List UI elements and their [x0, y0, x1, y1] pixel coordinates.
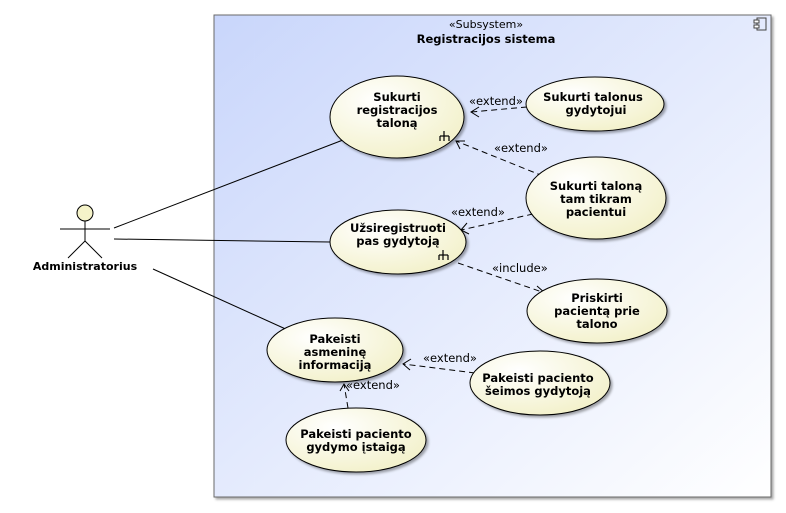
- use-case-change-family-doctor[interactable]: Pakeisti paciento šeimos gydytoją: [469, 350, 611, 416]
- arrow-head: [470, 106, 480, 118]
- arrow-head: [339, 383, 350, 392]
- actor-name: Administratorius: [33, 260, 138, 273]
- use-case-label: Priskirti: [571, 291, 623, 305]
- include-label: «include»: [492, 261, 548, 275]
- use-case-label: Pakeisti paciento: [300, 427, 411, 441]
- use-case-label: Sukurti: [373, 90, 420, 104]
- relation-labels: «extend» «extend» «extend» «include» «ex…: [346, 94, 548, 392]
- extend-label: «extend»: [346, 378, 400, 392]
- use-case-label: gydytojui: [566, 103, 627, 117]
- use-case-label: taloną: [376, 116, 417, 130]
- use-case-label: talono: [576, 317, 617, 331]
- use-case-label: Pakeisti paciento: [482, 371, 593, 385]
- use-case-label: tam tikram: [560, 192, 632, 206]
- arrow-head: [402, 358, 412, 371]
- use-case-create-ticket[interactable]: Sukurti registracijos taloną: [329, 75, 465, 159]
- use-case-change-personal[interactable]: Pakeisti asmeninę informaciją: [266, 317, 404, 383]
- rake-icon: [439, 131, 450, 141]
- extend-label: «extend»: [469, 94, 523, 108]
- association-line: [152, 268, 291, 332]
- use-case-assign-patient[interactable]: Priskirti pacientą prie talono: [526, 278, 668, 344]
- extend-line: [402, 363, 476, 374]
- subsystem-name: Registracijos sistema: [417, 32, 556, 46]
- use-case-label: Sukurti taloną: [550, 179, 642, 193]
- extend-line: [455, 140, 544, 177]
- use-case-register-doctor[interactable]: Užsiregistruoti pas gydytoją: [329, 209, 467, 275]
- actor-administratorius[interactable]: Administratorius: [33, 204, 138, 273]
- use-case-label: registracijos: [357, 103, 438, 117]
- associations: [113, 139, 344, 332]
- use-case-label: Užsiregistruoti: [350, 221, 446, 235]
- use-case-label: pas gydytoją: [356, 234, 439, 248]
- use-case-label: informaciją: [299, 358, 372, 372]
- dependencies: [343, 106, 546, 409]
- include-line: [457, 262, 546, 294]
- subsystem-frame: «Subsystem» Registracijos sistema: [213, 14, 772, 498]
- use-case-label: Sukurti talonus: [543, 90, 643, 104]
- extend-label: «extend»: [423, 351, 477, 365]
- rake-icon: [438, 250, 449, 260]
- subsystem-stereotype: «Subsystem»: [449, 18, 523, 31]
- use-case-label: pacientą prie: [554, 304, 640, 318]
- use-case-label: asmeninę: [304, 345, 367, 359]
- arrow-head: [455, 140, 465, 150]
- extend-line: [343, 383, 349, 409]
- actor-head: [76, 204, 94, 222]
- use-case-change-institution[interactable]: Pakeisti paciento gydymo įstaigą: [285, 407, 427, 473]
- use-case-create-ticket-patient[interactable]: Sukurti taloną tam tikram pacientui: [525, 156, 667, 240]
- use-case-label: Pakeisti: [309, 332, 360, 346]
- extend-label: «extend»: [451, 205, 505, 219]
- association-line: [113, 238, 331, 243]
- extend-line: [460, 213, 534, 231]
- extend-label: «extend»: [494, 141, 548, 155]
- use-case-label: gydymo įstaigą: [306, 440, 405, 454]
- association-line: [113, 139, 344, 229]
- use-case-label: šeimos gydytoją: [485, 384, 591, 398]
- use-case-label: pacientui: [566, 205, 626, 219]
- use-case-create-tickets-doctor[interactable]: Sukurti talonus gydytojui: [525, 76, 665, 132]
- component-icon: [753, 17, 767, 31]
